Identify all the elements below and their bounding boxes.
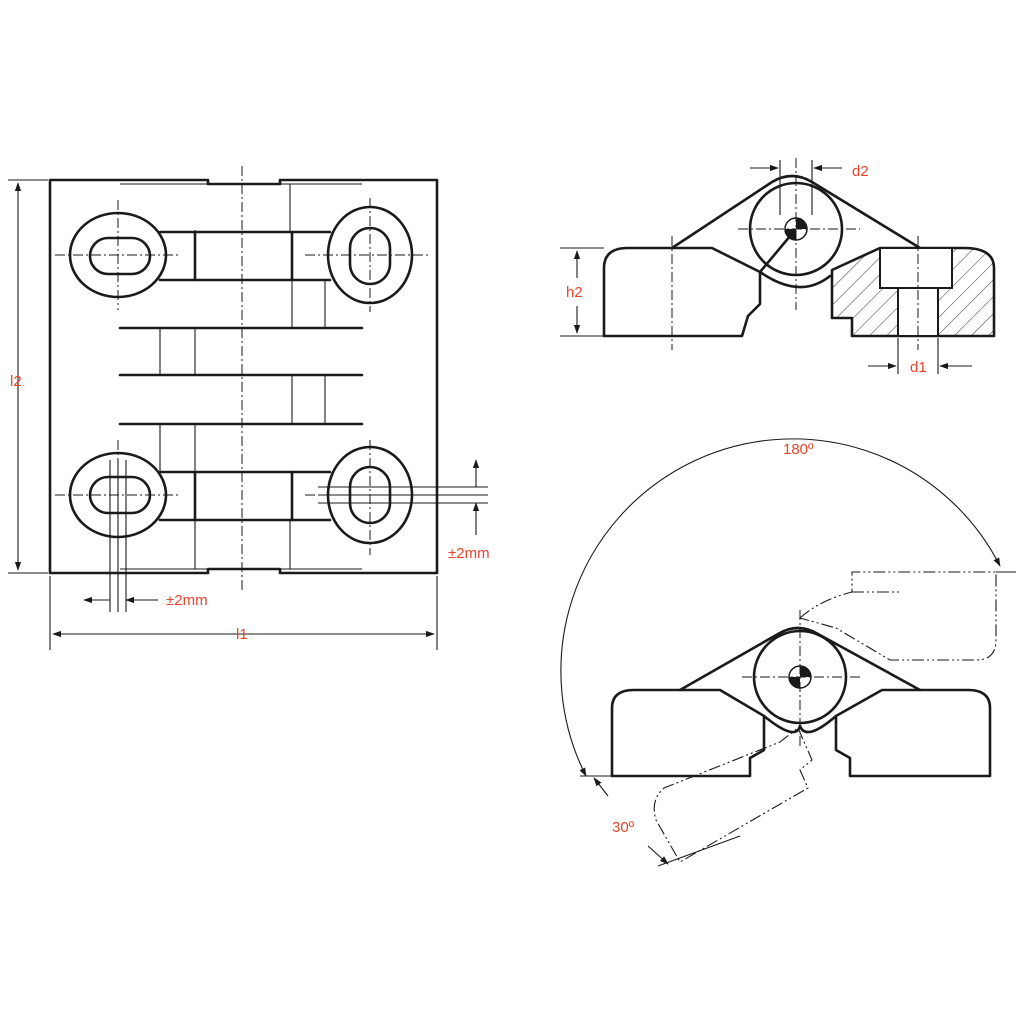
label-tolerance-vertical: ±2mm: [448, 545, 490, 562]
label-d2: d2: [852, 163, 869, 180]
label-l1: l1: [236, 626, 248, 643]
label-h2: h2: [566, 284, 583, 301]
rotation-view: [560, 438, 1016, 867]
label-d1: d1: [910, 359, 927, 376]
label-tolerance-horizontal: ±2mm: [166, 592, 208, 609]
label-l2: l2: [10, 373, 22, 390]
label-angle-30: 30º: [612, 819, 635, 836]
top-view: [8, 166, 488, 650]
side-view: [560, 158, 996, 374]
label-angle-180: 180º: [783, 441, 814, 458]
